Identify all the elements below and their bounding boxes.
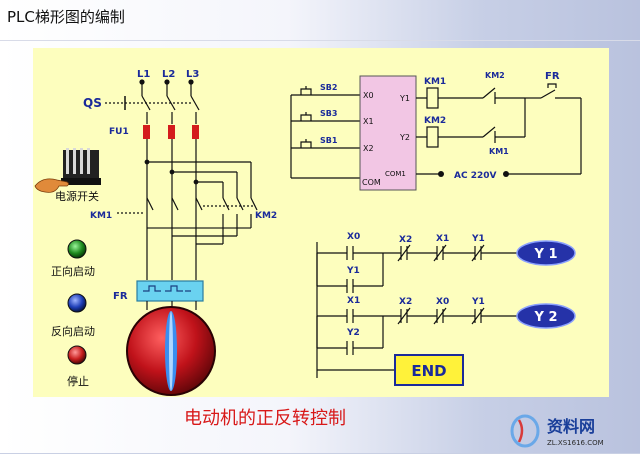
supply-terminal-left <box>438 171 444 177</box>
end-label: END <box>411 362 446 380</box>
qs-label: QS <box>83 96 102 110</box>
rung2-hold-label: Y2 <box>346 328 360 338</box>
output-wiring <box>416 83 582 175</box>
rung1-series-3-label: Y1 <box>471 234 485 244</box>
rung2-series-3-label: Y1 <box>471 297 485 307</box>
circuit-diagram: L1 L2 L3 QS FU1 <box>34 69 582 396</box>
coil-km1-label: KM1 <box>424 77 446 87</box>
rung1-hold-label: Y1 <box>346 266 360 276</box>
rung2-series-1-label: X2 <box>399 297 412 307</box>
terminal-y2: Y2 <box>399 133 410 142</box>
terminal-x1: X1 <box>363 117 374 126</box>
watermark-brand: 资料网 <box>547 417 595 436</box>
terminal-y1: Y1 <box>399 94 410 103</box>
plc-wiring: SB2 SB3 SB1 <box>290 83 360 179</box>
end-block: END <box>394 354 464 386</box>
phase-label-l1: L1 <box>137 69 150 80</box>
interlock-km2-label: KM2 <box>485 71 505 80</box>
slide-title: PLC梯形图的编制 <box>7 8 125 26</box>
stop-label: 停止 <box>67 374 89 388</box>
watermark: 资料网 ZL.XS1616.COM <box>507 410 635 450</box>
fr-main-label: FR <box>113 291 128 302</box>
supply-label: AC 220V <box>454 171 496 181</box>
stop-button[interactable]: 停止 <box>67 345 89 388</box>
watermark-logo-icon <box>510 414 540 448</box>
pointing-hand-icon <box>34 178 69 193</box>
km2-main-label: KM2 <box>255 211 277 221</box>
interlock-km1-label: KM1 <box>489 147 509 156</box>
rung1-contact-label: X0 <box>347 232 360 242</box>
rung2-contact-label: X1 <box>347 296 360 306</box>
main-circuit: L1 L2 L3 QS FU1 <box>83 69 277 310</box>
terminal-com: COM <box>362 178 381 187</box>
terminal-com1: COM1 <box>385 170 406 178</box>
reverse-start-button[interactable]: 反向启动 <box>51 293 95 338</box>
coil-y1-label: Y 1 <box>534 247 558 262</box>
rung1-series-2-label: X1 <box>436 234 449 244</box>
km1-main-label: KM1 <box>90 211 112 221</box>
power-switch-label: 电源开关 <box>55 189 99 203</box>
ladder-diagram <box>316 242 518 378</box>
terminal-x2: X2 <box>363 144 374 153</box>
motor <box>126 306 216 396</box>
sb1-label: SB1 <box>320 136 338 145</box>
plc-box: X0 X1 X2 COM Y1 Y2 COM1 <box>359 75 417 191</box>
header-divider <box>0 40 640 41</box>
rung2-series-2-label: X0 <box>436 297 449 307</box>
coil-km2-label: KM2 <box>424 116 446 126</box>
coil-y1: Y 1 <box>516 240 576 266</box>
watermark-url: ZL.XS1616.COM <box>547 439 604 447</box>
coil-y2-label: Y 2 <box>534 310 558 325</box>
forward-start-button[interactable]: 正向启动 <box>51 239 95 278</box>
diagram-caption: 电动机的正反转控制 <box>184 408 346 429</box>
phase-label-l3: L3 <box>186 69 199 80</box>
supply-terminal-right <box>503 171 509 177</box>
rung1-series-1-label: X2 <box>399 235 412 245</box>
coil-y2: Y 2 <box>516 303 576 329</box>
fr-contact-label: FR <box>545 71 560 82</box>
power-switch-icon <box>61 148 101 185</box>
terminal-x0: X0 <box>363 91 374 100</box>
phase-label-l2: L2 <box>162 69 175 80</box>
fu1-label: FU1 <box>109 127 129 137</box>
forward-start-label: 正向启动 <box>51 264 95 278</box>
sb2-label: SB2 <box>320 83 337 92</box>
diagram-panel: L1 L2 L3 QS FU1 <box>33 48 609 397</box>
sb3-label: SB3 <box>320 109 337 118</box>
reverse-start-label: 反向启动 <box>51 324 95 338</box>
